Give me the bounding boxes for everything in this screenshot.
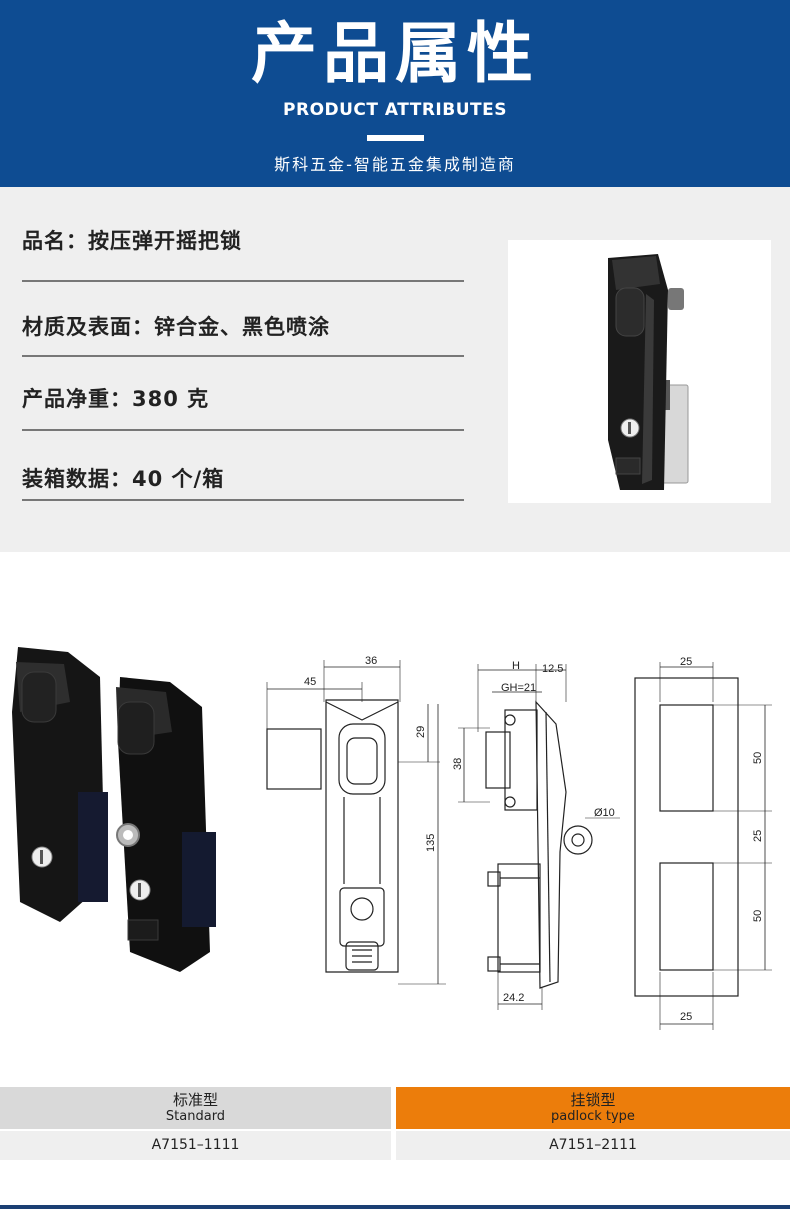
col-header-zh: 挂锁型 bbox=[570, 1091, 616, 1109]
title-divider bbox=[367, 135, 424, 141]
handles-photo bbox=[12, 647, 216, 972]
page-title: 产品属性 bbox=[251, 15, 539, 92]
dim-cutout-lower-height: 50 bbox=[752, 910, 764, 922]
page-subtitle: PRODUCT ATTRIBUTES bbox=[283, 100, 507, 120]
dim-height-label: 135 bbox=[425, 834, 437, 852]
dim-hole-label: Ø10 bbox=[594, 807, 615, 819]
dim-cutout-top-width: 25 bbox=[680, 656, 692, 668]
attr-packing: 装箱数据：40 个/箱 bbox=[22, 467, 225, 491]
dim-top-label: 29 bbox=[415, 726, 427, 738]
col-header-en: padlock type bbox=[551, 1109, 635, 1124]
attributes-panel: 品名：按压弹开摇把锁 材质及表面：锌合金、黑色喷涂 产品净重：380 克 装箱数… bbox=[0, 187, 790, 552]
model-padlock: A7151–2111 bbox=[396, 1131, 790, 1160]
dim-body-label: 38 bbox=[452, 758, 464, 770]
side-view-drawing bbox=[458, 664, 620, 1010]
model-standard: A7151–1111 bbox=[0, 1131, 391, 1160]
dim-gh-label: GH=21 bbox=[501, 682, 536, 694]
attr-divider bbox=[22, 355, 464, 357]
col-header-standard: 标准型 Standard bbox=[0, 1087, 391, 1129]
lock-handle-image bbox=[608, 254, 689, 490]
dim-cutout-bottom-width: 25 bbox=[680, 1011, 692, 1023]
product-photo bbox=[508, 240, 771, 503]
dim-offset-label: 45 bbox=[304, 676, 316, 688]
attr-weight: 产品净重：380 克 bbox=[22, 387, 210, 411]
col-header-padlock: 挂锁型 padlock type bbox=[396, 1087, 790, 1129]
drawings-svg: 36 45 29 135 bbox=[12, 647, 772, 1030]
dim-width-label: 36 bbox=[365, 655, 377, 667]
attr-divider bbox=[22, 499, 464, 501]
attr-divider bbox=[22, 429, 464, 431]
attr-product-name: 品名：按压弹开摇把锁 bbox=[22, 229, 242, 253]
dim-base-label: 24.2 bbox=[503, 992, 524, 1004]
dim-top-offset-label: 12.5 bbox=[542, 663, 563, 675]
attr-divider bbox=[22, 280, 464, 282]
header-banner: 产品属性 PRODUCT ATTRIBUTES 斯科五金-智能五金集成制造商 bbox=[0, 0, 790, 187]
model-table: 标准型 Standard 挂锁型 padlock type A7151–1111… bbox=[0, 1087, 790, 1160]
col-header-zh: 标准型 bbox=[172, 1091, 218, 1109]
col-header-en: Standard bbox=[165, 1109, 226, 1124]
dim-cutout-gap: 25 bbox=[752, 830, 764, 842]
footer-rule bbox=[0, 1205, 790, 1209]
dim-h-label: H bbox=[512, 660, 520, 672]
company-tagline: 斯科五金-智能五金集成制造商 bbox=[274, 155, 516, 174]
cutout-drawing bbox=[634, 662, 772, 1030]
attr-material: 材质及表面：锌合金、黑色喷涂 bbox=[22, 315, 330, 339]
dim-cutout-upper-height: 50 bbox=[752, 752, 764, 764]
front-view-drawing bbox=[266, 660, 446, 985]
technical-drawings: 36 45 29 135 bbox=[0, 552, 790, 1082]
